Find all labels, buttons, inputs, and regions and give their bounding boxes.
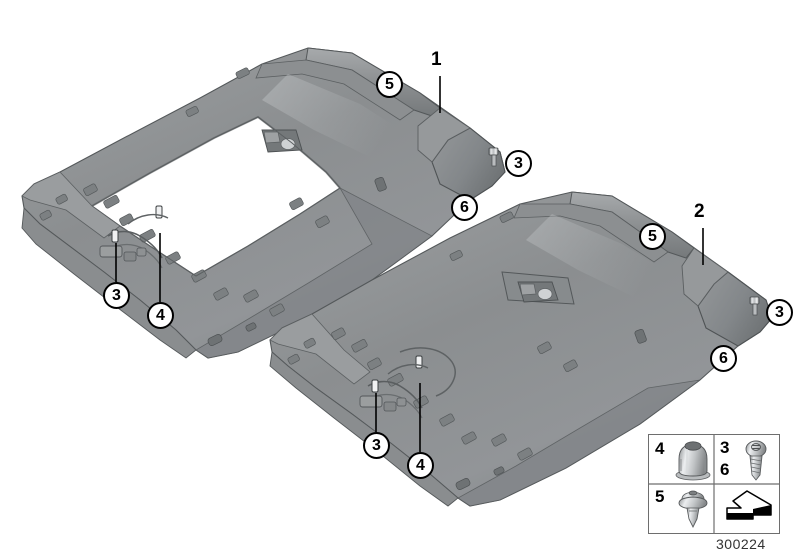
part2-left-front-rail [269, 313, 371, 385]
part1-right-shoulder [417, 107, 471, 163]
part1-pillar-fastener [488, 147, 499, 167]
callout-5-part1[interactable]: 5 [376, 71, 403, 98]
legend-label-4: 4 [655, 439, 665, 458]
callout-3-part1-right[interactable]: 3 [505, 150, 532, 177]
part2-header-inner [513, 203, 669, 263]
callout-4-part2[interactable]: 4 [407, 452, 434, 479]
expanding-rivet-icon [678, 490, 708, 528]
callout-6-part2[interactable]: 6 [710, 345, 737, 372]
callout-3-part2-right[interactable]: 3 [766, 299, 793, 326]
callout-2[interactable]: 2 [694, 201, 705, 222]
part1-dome-light-recess [261, 129, 303, 153]
screw-icon [745, 440, 767, 481]
part-2-headliner-solid [269, 191, 773, 507]
part2-right-shoulder [681, 247, 729, 307]
callout-1[interactable]: 1 [431, 49, 442, 70]
part2-highlight [526, 214, 668, 298]
part-1-headliner-with-sunroof [21, 47, 506, 359]
callout-6-part1[interactable]: 6 [451, 194, 478, 221]
legend-label-6: 6 [720, 460, 730, 479]
part1-mounting-pockets [39, 67, 330, 317]
legend-label-5: 5 [655, 487, 665, 506]
callout-4-part1[interactable]: 4 [147, 302, 174, 329]
part2-rear-band [457, 379, 701, 507]
callout-3-part2-left[interactable]: 3 [363, 432, 390, 459]
view-direction-arrow-icon [726, 490, 772, 520]
cap-nut-icon [675, 441, 711, 481]
callout-5-part2[interactable]: 5 [639, 223, 666, 250]
part1-side-clip-slots [207, 177, 387, 347]
part1-rear-band [195, 187, 433, 359]
diagram-id-label: 300224 [716, 536, 766, 552]
callout-leader-lines [115, 76, 704, 452]
legend-label-3: 3 [720, 438, 730, 457]
callout-3-part1-left[interactable]: 3 [103, 282, 130, 309]
part2-side-clip-slots [455, 329, 647, 491]
part2-pillar-fastener [749, 296, 760, 316]
fastener-legend-box: 4 3 6 5 [648, 434, 780, 534]
part1-harness-cluster [99, 205, 169, 269]
legend-graphics [649, 435, 779, 533]
part2-mounting-pockets [287, 211, 578, 461]
part1-highlight [262, 74, 404, 158]
part2-dome-light-recess [501, 271, 575, 305]
